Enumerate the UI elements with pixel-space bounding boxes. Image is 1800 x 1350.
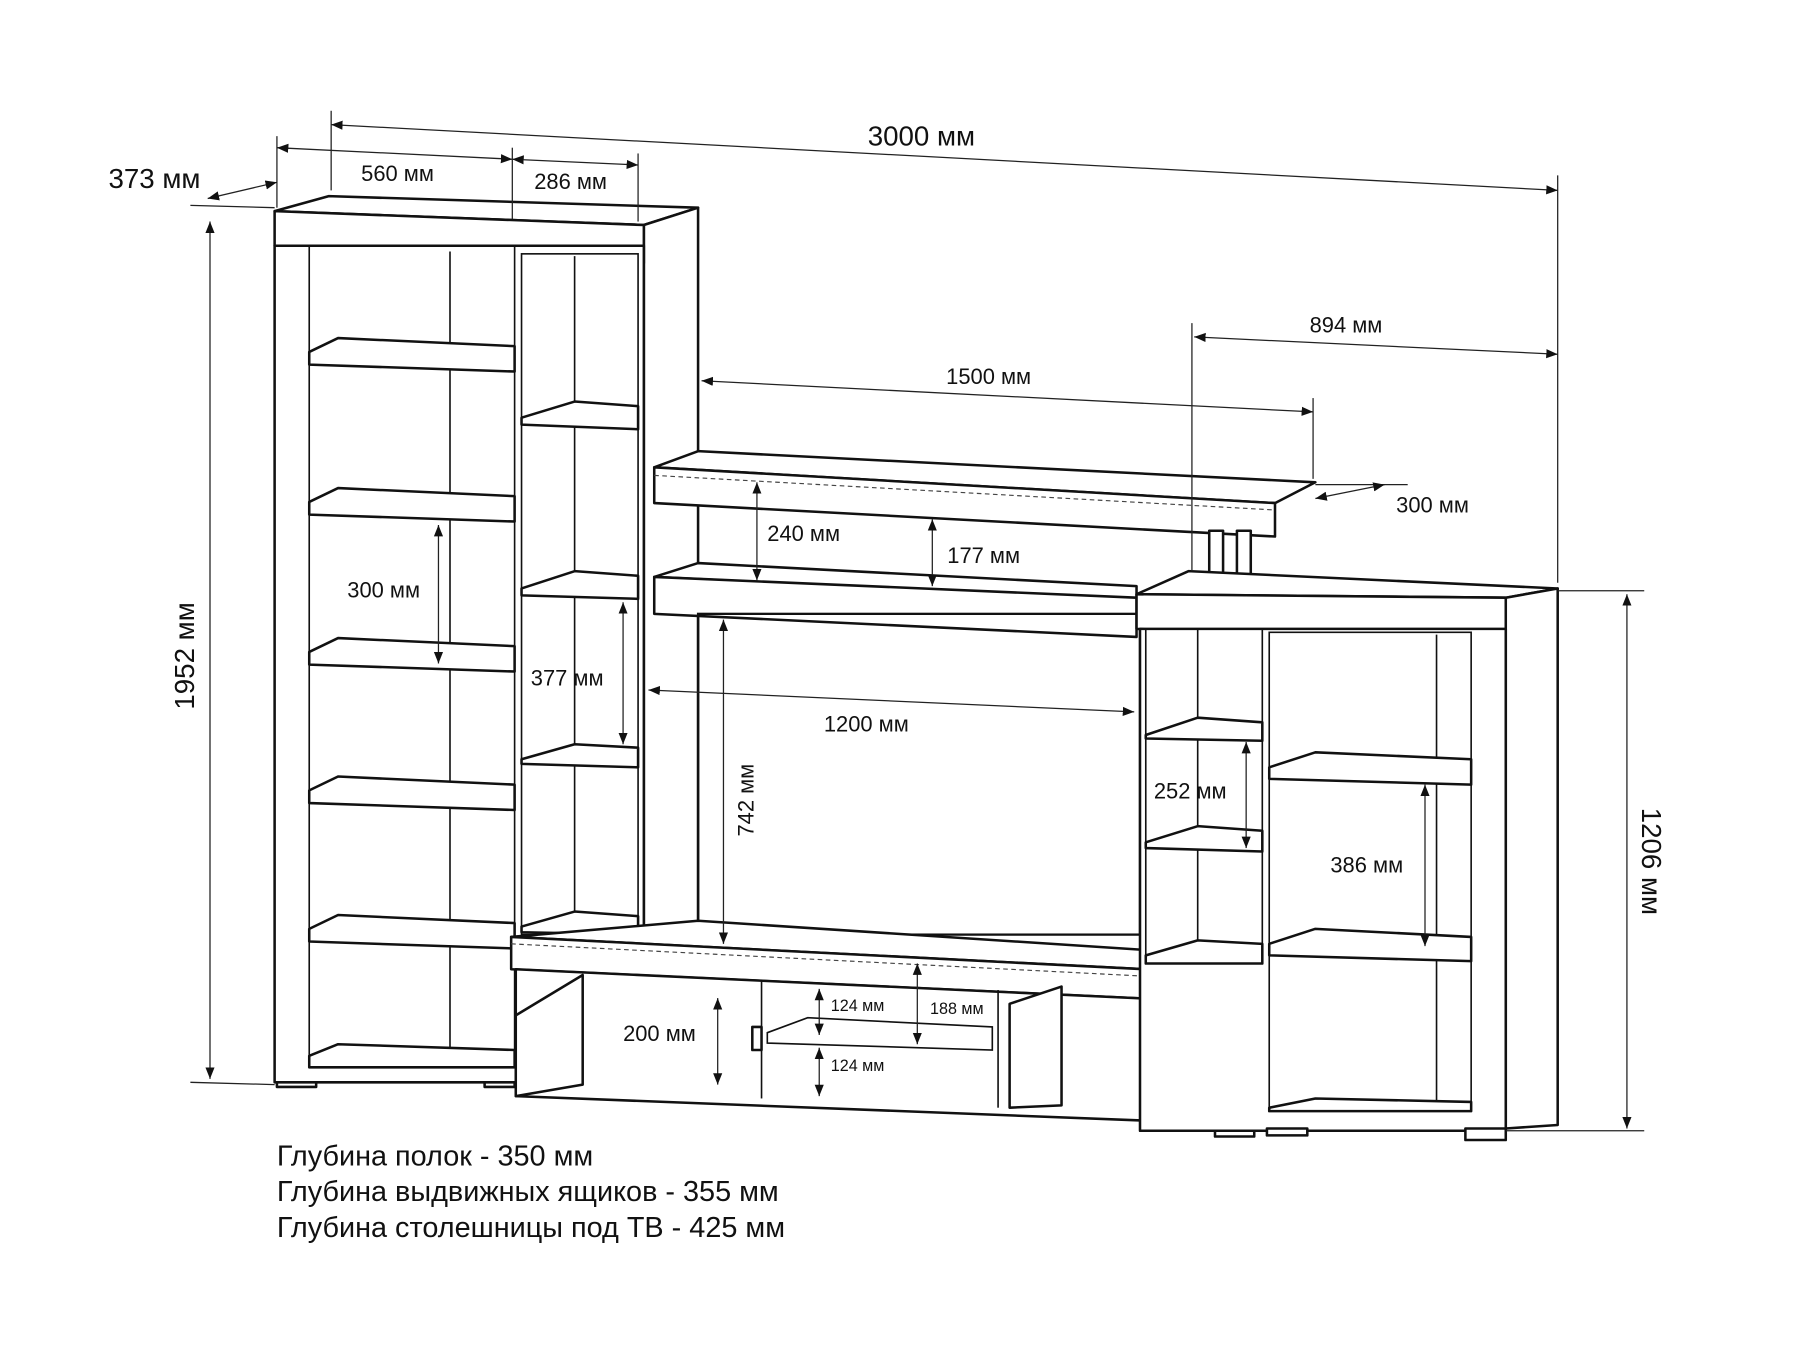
right-unit — [1135, 569, 1559, 1142]
dim-right-small-gap: 252 мм — [1154, 778, 1227, 803]
dim-right-col-width: 286 мм — [534, 169, 607, 194]
note-shelf-depth: Глубина полок - 350 мм — [277, 1140, 593, 1172]
dim-gap-240: 240 мм — [767, 521, 840, 546]
dim-base-height: 188 мм — [930, 1000, 984, 1018]
dim-drawer-height: 200 мм — [623, 1021, 696, 1046]
dim-right-shelf-gap: 386 мм — [1330, 852, 1403, 877]
column-shelves — [520, 400, 640, 936]
dim-col-shelf-gap: 377 мм — [531, 665, 604, 690]
dim-right-section: 894 мм — [1310, 312, 1383, 337]
dimension-labels: 3000 мм 373 мм 560 мм 286 мм 1952 мм 120… — [108, 120, 1666, 1074]
note-tv-top-depth: Глубина столешницы под ТВ - 425 мм — [277, 1212, 785, 1244]
dim-left-col-width: 560 мм — [361, 161, 434, 186]
dim-gap-177: 177 мм — [947, 543, 1020, 568]
dim-tv-width: 1200 мм — [824, 712, 909, 737]
notes: Глубина полок - 350 мм Глубина выдвижных… — [277, 1140, 785, 1244]
dim-depth-top: 373 мм — [108, 163, 200, 194]
dimension-lines — [190, 110, 1645, 1132]
dim-niche-top: 124 мм — [831, 997, 885, 1015]
left-shelves — [307, 336, 516, 1069]
dim-shelf-width: 1500 мм — [946, 364, 1031, 389]
dim-total-width: 3000 мм — [868, 120, 975, 151]
dim-tv-height: 742 мм — [733, 764, 758, 837]
dim-left-shelf-gap: 300 мм — [347, 578, 420, 603]
dim-shelf-depth: 300 мм — [1396, 492, 1469, 517]
dim-right-unit-height: 1206 мм — [1636, 808, 1667, 915]
dim-niche-bottom: 124 мм — [831, 1057, 885, 1075]
note-drawer-depth: Глубина выдвижных ящиков - 355 мм — [277, 1176, 779, 1208]
dim-total-height: 1952 мм — [169, 602, 200, 709]
left-drawer-door — [514, 973, 763, 1098]
